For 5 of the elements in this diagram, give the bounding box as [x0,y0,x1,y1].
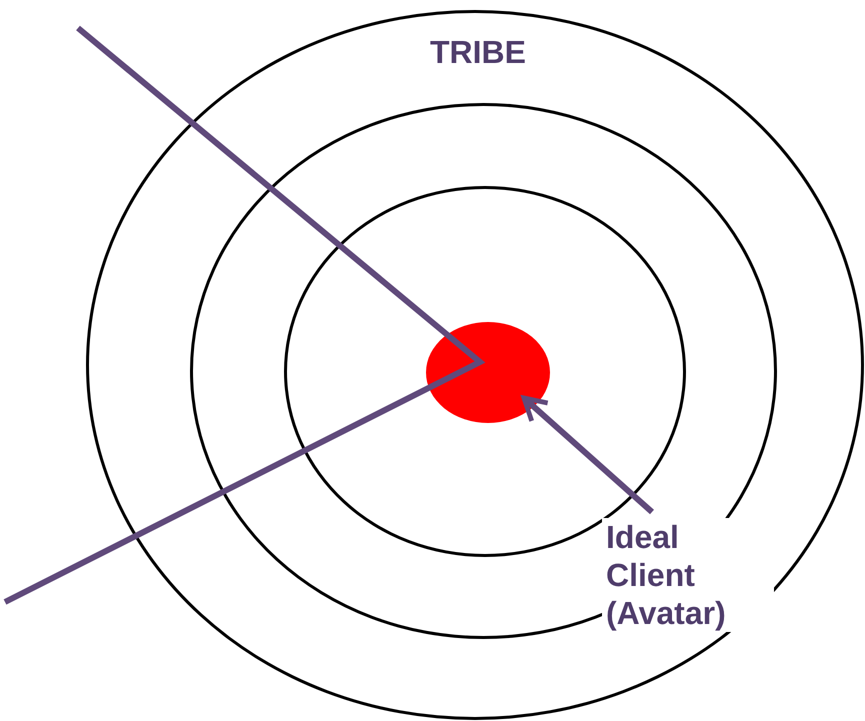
target-ring [190,103,777,639]
ring-label: TRIBE [429,33,527,71]
callout-label: Ideal Client (Avatar) [602,518,774,632]
target-ring [86,10,864,720]
arrow [522,396,654,514]
